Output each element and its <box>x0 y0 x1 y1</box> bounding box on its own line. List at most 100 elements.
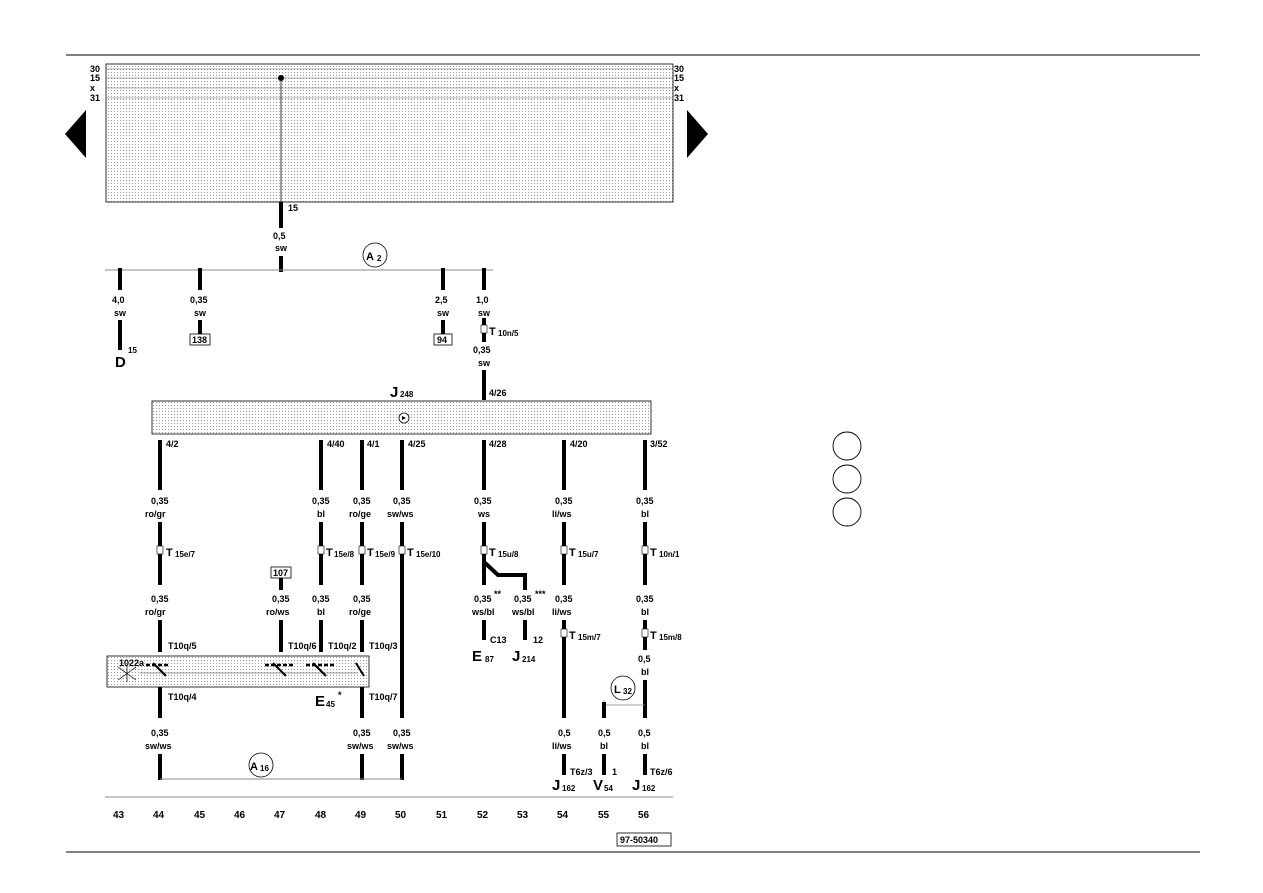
empty-circle-2 <box>832 464 862 494</box>
t-conn-15m7-sub: 15m/7 <box>578 633 601 642</box>
wire-94-size: 2,5 <box>435 295 448 305</box>
t-conn-15e8-letter: T <box>326 547 333 559</box>
column-number: 56 <box>638 810 650 821</box>
connector-a2-letter: A <box>366 251 374 263</box>
t-conn-15u7-letter: T <box>569 547 576 559</box>
e87-sub: 87 <box>485 655 494 664</box>
t-conn-15u7-sub: 15u/7 <box>578 550 599 559</box>
wire-c53-color: ws/bl <box>511 607 535 617</box>
wire-c56-size: 0,35 <box>636 496 654 506</box>
rail-label-left-30: 30 <box>90 64 100 74</box>
control-unit-letter: J <box>390 384 398 401</box>
previous-page-arrow[interactable] <box>65 110 86 158</box>
wire-c47-color: ro/ws <box>266 607 290 617</box>
rail-label-right-15: 15 <box>674 73 684 83</box>
cu-pin-4-2: 4/2 <box>166 439 179 449</box>
wire-c44-color: ro/gr <box>145 509 166 519</box>
wire-c49-size2: 0,35 <box>353 594 371 604</box>
wire-c54-size2: 0,35 <box>555 594 573 604</box>
switch-ref: 1022a <box>119 658 145 668</box>
component-d-sub: 15 <box>128 346 137 355</box>
wire-c55-color: bl <box>600 741 608 751</box>
column-number: 48 <box>315 810 327 821</box>
t-conn-15e7-sub: 15e/7 <box>175 550 196 559</box>
rail-label-right-30: 30 <box>674 64 684 74</box>
ref-138: 138 <box>192 335 207 345</box>
wire-c49-color2: ro/ge <box>349 607 371 617</box>
column-number: 53 <box>517 810 529 821</box>
column-number: 54 <box>557 810 569 821</box>
t-conn-10n1-sub: 10n/1 <box>659 550 680 559</box>
connector-a16 <box>248 752 274 778</box>
comp-v54-letter: V <box>593 777 603 794</box>
cu-pin-4-1: 4/1 <box>367 439 380 449</box>
connector-l32-sub: 32 <box>623 687 632 696</box>
t-conn-10n1-box <box>641 545 649 555</box>
t10q-7: T10q/7 <box>369 692 398 702</box>
wire-c56-size2: 0,35 <box>636 594 654 604</box>
connector-a16-sub: 16 <box>260 764 269 773</box>
switch-component-letter: E <box>315 693 325 710</box>
wire-j248-color: sw <box>478 308 491 318</box>
connector-l32 <box>610 675 636 701</box>
wire-c56-size3: 0,5 <box>638 654 651 664</box>
t10q-4: T10q/4 <box>168 692 197 702</box>
wire-branch-53 <box>482 560 527 590</box>
comp-j162a-letter: J <box>552 777 560 794</box>
wire-c50-size4: 0,35 <box>393 728 411 738</box>
t-conn-15u8-letter: T <box>489 547 496 559</box>
comp-v54-pin: 1 <box>612 767 617 777</box>
t-conn-15m8-letter: T <box>650 630 657 642</box>
control-unit-sub: 248 <box>400 390 414 399</box>
wire-c49-size4: 0,35 <box>353 728 371 738</box>
t-conn-15u8-box <box>480 545 488 555</box>
wire-138-size: 0,35 <box>190 295 208 305</box>
wire-c50-size: 0,35 <box>393 496 411 506</box>
wire-c48-size: 0,35 <box>312 496 330 506</box>
t-conn-15u8-sub: 15u/8 <box>498 550 519 559</box>
fuse-pin-label: 15 <box>288 203 298 213</box>
cu-pin-4-26: 4/26 <box>489 388 507 398</box>
t-conn-15u7-box <box>560 545 568 555</box>
rail-label-left-x: x <box>90 83 95 93</box>
connector-t10n5-sub: 10n/5 <box>498 329 519 338</box>
cu-pin-4-20: 4/20 <box>570 439 588 449</box>
t-conn-15e9-sub: 15e/9 <box>375 550 396 559</box>
t-conn-15e9-box <box>358 545 366 555</box>
ref-box-138 <box>189 333 211 346</box>
drawing-number: 97-50340 <box>620 835 658 845</box>
wire-c48-size2: 0,35 <box>312 594 330 604</box>
ref-94: 94 <box>437 335 447 345</box>
wire-c54-size: 0,35 <box>555 496 573 506</box>
wire-c54-color4: li/ws <box>552 741 572 751</box>
wire-c52-color: ws <box>477 509 490 519</box>
comp-j162a-sub: 162 <box>562 784 576 793</box>
wire-c44-size2: 0,35 <box>151 594 169 604</box>
wire-c52-size2: 0,35 <box>474 594 492 604</box>
t-conn-15e8-sub: 15e/8 <box>334 550 355 559</box>
t-conn-15e7-letter: T <box>166 547 173 559</box>
column-number: 55 <box>598 810 610 821</box>
wire-c53-size: 0,35 <box>514 594 532 604</box>
wire-c55-size: 0,5 <box>598 728 611 738</box>
column-number: 45 <box>194 810 206 821</box>
drawing-number-box <box>616 832 672 847</box>
connector-a2 <box>362 242 388 268</box>
wire-c56-color3: bl <box>641 667 649 677</box>
fuse-box <box>105 63 674 203</box>
wire-c52-color2: ws/bl <box>471 607 495 617</box>
t-conn-10n1-letter: T <box>650 547 657 559</box>
wire-c54-color2: li/ws <box>552 607 572 617</box>
next-page-arrow[interactable] <box>687 110 708 158</box>
t10q-3: T10q/3 <box>369 641 398 651</box>
column-number: 49 <box>355 810 367 821</box>
wire-d15-color: sw <box>114 308 127 318</box>
column-number: 50 <box>395 810 407 821</box>
wire-j248-size2: 0,35 <box>473 345 491 355</box>
cu-pin-3-52: 3/52 <box>650 439 668 449</box>
wire-c44-size4: 0,35 <box>151 728 169 738</box>
comp-j162b-pin: T6z/6 <box>650 767 673 777</box>
switch-contact-47 <box>272 662 287 677</box>
ref-box-94 <box>433 333 453 346</box>
